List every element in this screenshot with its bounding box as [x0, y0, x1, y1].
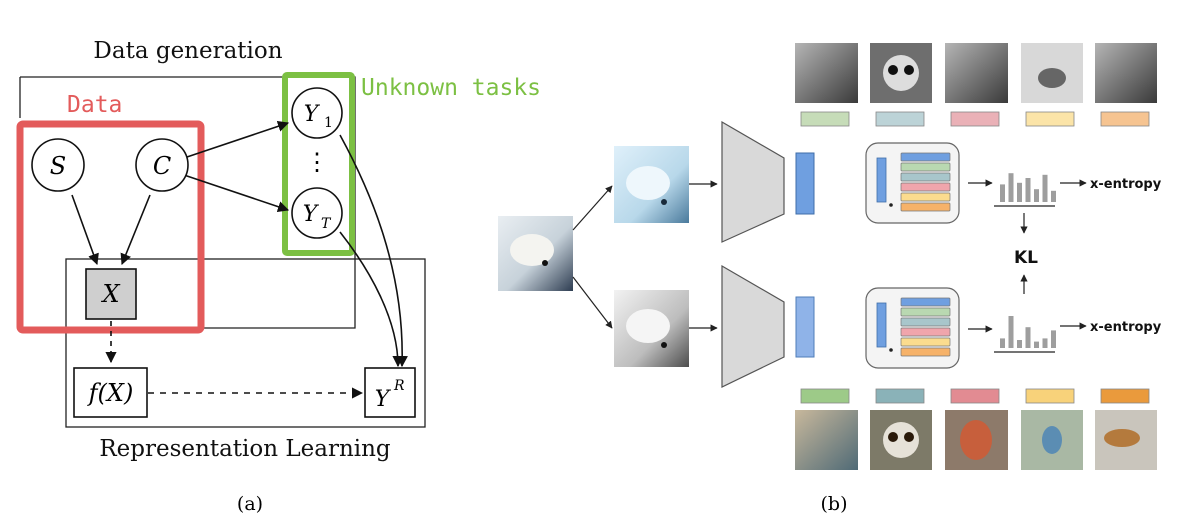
data-box [16, 120, 205, 334]
node-c [135, 138, 189, 192]
node-s-label: S [50, 152, 66, 180]
branch-arrow-top [572, 185, 613, 231]
bottom-swatch-2 [875, 388, 925, 404]
representation-learning-label: Representation Learning [99, 436, 391, 462]
edge-c-x [120, 194, 151, 266]
bottom-swatch-5 [1100, 388, 1150, 404]
top-prototype-bar-5 [900, 192, 951, 202]
bottom-hist-bar-7 [1051, 330, 1056, 348]
prototype-card-top [865, 142, 960, 224]
top-swatch-2 [875, 111, 925, 127]
node-c-label: C [153, 152, 171, 180]
bottom-prototype-bar-5 [900, 337, 951, 347]
top-prototype-bar-6 [900, 202, 951, 212]
bottom-image-row [795, 410, 1157, 470]
bottom-hist-bar-2 [1008, 316, 1014, 348]
node-fx-label: f(X) [87, 379, 134, 407]
node-yt-label: Y [303, 202, 320, 227]
node-y1-subscript: 1 [324, 115, 333, 131]
bottom-prototype-bar-1 [900, 297, 951, 307]
bottom-card-comma [889, 348, 893, 352]
bottom-hist-bar-5 [1034, 341, 1039, 348]
data-label: Data [67, 92, 122, 118]
node-yt [291, 187, 343, 239]
bottom-hist-bar-4 [1025, 327, 1031, 348]
top-swatch-1 [800, 111, 850, 127]
top-prototype-bar-1 [900, 152, 951, 162]
top-hist-bar-6 [1042, 174, 1048, 202]
embedding-top [795, 152, 815, 215]
node-yt-subscript: T [321, 216, 332, 232]
top-hist-bar-3 [1017, 182, 1022, 202]
top-swatch-4 [1025, 111, 1075, 127]
top-swatch-row [800, 111, 1150, 127]
unknown-tasks-label: Unknown tasks [361, 75, 541, 101]
edge-yt-yr [339, 231, 404, 368]
bottom-prototype-bar-6 [900, 347, 951, 357]
caption-a: (a) [237, 493, 263, 515]
node-x [85, 268, 137, 320]
top-swatch-5 [1100, 111, 1150, 127]
bottom-hist-bar-3 [1017, 340, 1022, 348]
data-generation-title: Data generation [93, 38, 282, 64]
node-yr-superscript: R [393, 378, 405, 394]
bottom-image-1 [795, 410, 858, 470]
edge-c-y1 [183, 120, 290, 159]
histogram-bottom [994, 316, 1056, 353]
embedding-bottom [795, 296, 815, 358]
node-x-label: X [100, 280, 120, 308]
node-ellipsis: ⋮ [305, 148, 329, 176]
encoder-top [721, 120, 785, 243]
panel-a: Data generation Representation Learning … [16, 38, 541, 515]
edge-s-x [71, 194, 99, 266]
node-s [31, 138, 85, 192]
top-hist-bar-5 [1034, 189, 1039, 202]
bottom-swatch-1 [800, 388, 850, 404]
top-prototype-bar-3 [900, 172, 951, 182]
top-hist-bar-2 [1008, 173, 1014, 202]
node-y1 [291, 87, 343, 139]
bottom-swatch-4 [1025, 388, 1075, 404]
bottom-prototype-bar-2 [900, 307, 951, 317]
edge-c-yt [183, 174, 290, 213]
top-hist-bar-4 [1025, 178, 1031, 202]
top-hist-bar-7 [1051, 190, 1056, 202]
encoder-bottom [721, 264, 785, 388]
histogram-top [994, 173, 1056, 207]
bottom-swatch-3 [950, 388, 1000, 404]
unknown-tasks-box [282, 72, 355, 256]
output-bottom-label: x-entropy [1090, 320, 1162, 335]
bottom-swatch-row [800, 388, 1150, 404]
node-yr-label: Y [375, 387, 392, 412]
panel-b: x-entropy x-entropy KL (b) [498, 43, 1162, 515]
branch-arrow-bottom [572, 276, 613, 329]
top-prototype-bar-4 [900, 182, 951, 192]
bottom-hist-bar-6 [1042, 338, 1048, 348]
representation-learning-plate [65, 258, 426, 428]
kl-label: KL [1014, 248, 1038, 268]
caption-b: (b) [821, 493, 848, 515]
top-prototype-bar-2 [900, 162, 951, 172]
node-fx [73, 367, 148, 418]
node-y1-label: Y [304, 102, 321, 127]
top-image-1 [795, 43, 858, 103]
top-image-3 [945, 43, 1008, 103]
bottom-prototype-bar-4 [900, 327, 951, 337]
prototype-card-bottom [865, 287, 960, 369]
bottom-prototype-bar-3 [900, 317, 951, 327]
top-card-embedding [876, 157, 887, 203]
node-yr [364, 367, 416, 418]
bottom-card-embedding [876, 302, 887, 348]
top-swatch-3 [950, 111, 1000, 127]
edge-y1-yr [339, 134, 408, 368]
top-image-row [795, 43, 1157, 103]
output-top-label: x-entropy [1090, 177, 1162, 192]
top-hist-bar-1 [1000, 184, 1005, 202]
top-card-comma [889, 203, 893, 207]
top-image-5 [1095, 43, 1157, 103]
bottom-hist-bar-1 [1000, 338, 1005, 348]
